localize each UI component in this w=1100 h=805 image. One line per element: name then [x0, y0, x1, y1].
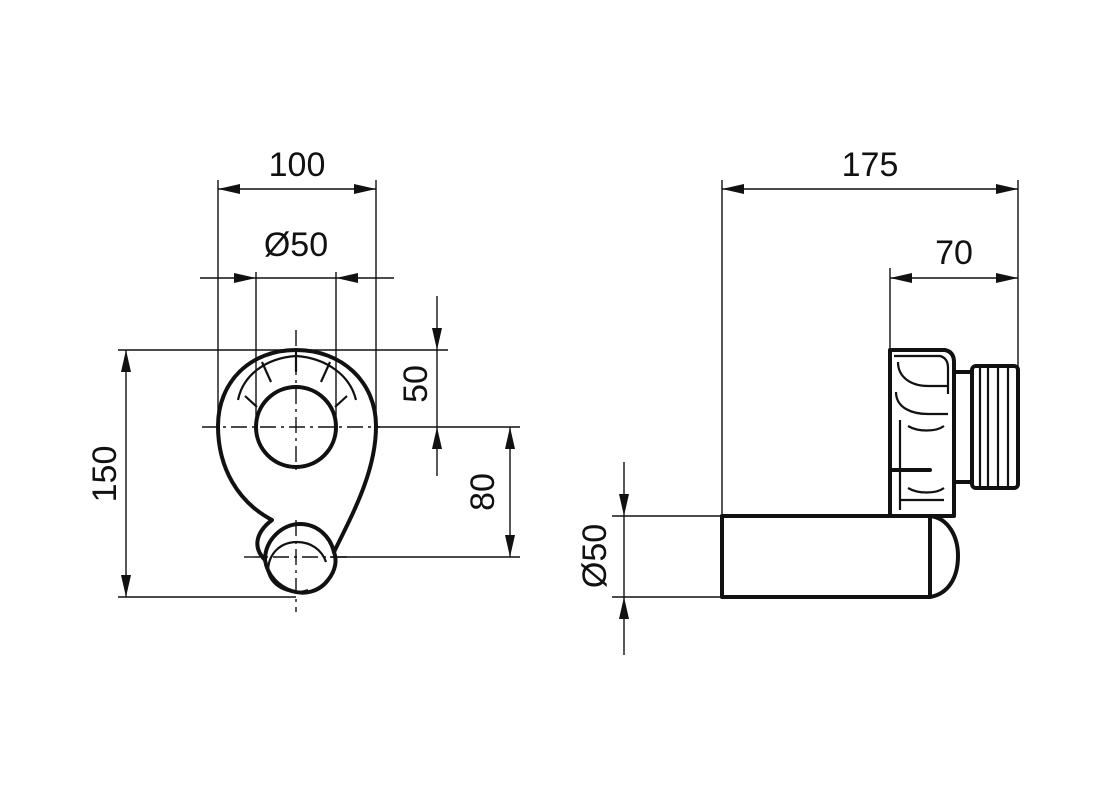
dim-lower-label: 80	[464, 473, 502, 511]
dimension-outlet-length: 70	[890, 234, 1018, 283]
dim-inlet-diameter-label: Ø50	[264, 226, 328, 264]
dimension-outlet-diameter: Ø50	[576, 462, 629, 655]
dim-height-label: 150	[86, 446, 124, 503]
dim-depth-label: 175	[842, 146, 899, 184]
dimension-upper: 50	[397, 296, 442, 476]
side-view: 175 70 Ø50	[576, 146, 1020, 655]
inlet-connector	[952, 364, 1020, 490]
dim-outlet-length-label: 70	[935, 234, 973, 272]
dimension-inlet-diameter: Ø50	[200, 226, 394, 283]
outlet-pipe	[720, 514, 932, 599]
dimension-depth: 175	[722, 146, 1018, 194]
trap-body-outline	[216, 348, 378, 595]
dim-width-label: 100	[269, 146, 326, 184]
dimension-lower: 80	[464, 427, 515, 557]
dim-outlet-diameter-label: Ø50	[576, 524, 614, 588]
outlet-circle	[266, 540, 328, 594]
dimension-width: 100	[218, 146, 376, 194]
dim-upper-label: 50	[397, 365, 435, 403]
dimension-height: 150	[86, 350, 131, 597]
front-view: 100 Ø50 150 50 80	[86, 146, 520, 612]
trap-body-side	[888, 348, 960, 599]
extension-lines-front	[118, 180, 520, 598]
